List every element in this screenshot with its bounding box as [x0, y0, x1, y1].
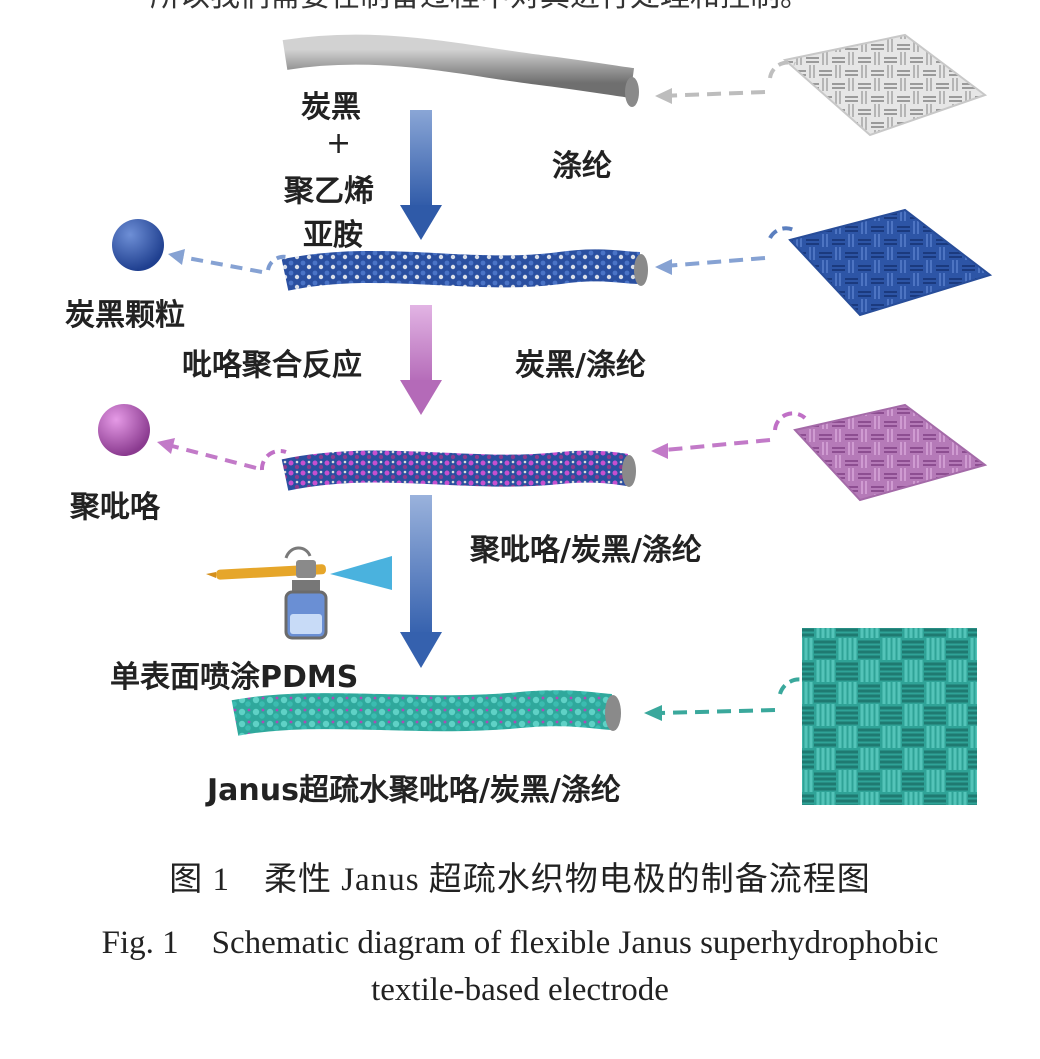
- polyester-fabric: [782, 33, 988, 137]
- label-polypyrrole: 聚吡咯: [70, 490, 160, 525]
- label-spray-pdms: 单表面喷涂PDMS: [110, 660, 359, 695]
- janus-fiber: [231, 690, 621, 736]
- figure-caption-zh: 图 1 柔性 Janus 超疏水织物电极的制备流程图: [169, 862, 871, 898]
- label-plus: +: [326, 126, 352, 161]
- polypyrrole-sphere: [98, 404, 150, 456]
- zoom-callout-purple: [651, 411, 807, 459]
- label-polyethylene: 聚乙烯: [284, 174, 374, 209]
- label-imine: 亚胺: [303, 218, 363, 253]
- label-carbon-black: 炭黑: [301, 90, 361, 125]
- label-cb-polyester: 炭黑/涤纶: [515, 348, 646, 383]
- arrow-step1: [400, 110, 442, 240]
- carbon-black-particle-sphere: [112, 219, 164, 271]
- janus-fabric: [802, 628, 977, 805]
- label-carbon-black-particle: 炭黑颗粒: [65, 298, 185, 333]
- ppy-cb-polyester-fabric: [793, 403, 988, 502]
- figure-caption-en-line1: Fig. 1 Schematic diagram of flexible Jan…: [101, 925, 939, 961]
- zoom-callout-teal: [644, 677, 805, 721]
- arrow-step3: [400, 495, 442, 668]
- ppy-cb-fiber: [281, 450, 636, 491]
- polyester-fiber: [282, 34, 639, 107]
- label-polyester: 涤纶: [552, 149, 612, 184]
- cb-polyester-fabric: [788, 208, 993, 317]
- figure-caption-en-line2: textile-based electrode: [371, 972, 669, 1008]
- label-janus-result: Janus超疏水聚吡咯/炭黑/涤纶: [207, 773, 621, 808]
- callout-to-particle-purple: [157, 438, 287, 471]
- zoom-callout-blue: [655, 226, 799, 275]
- arrow-step2: [400, 305, 442, 415]
- spray-gun-icon: [206, 546, 392, 640]
- label-ppy-cb-polyester: 聚吡咯/炭黑/涤纶: [470, 533, 702, 568]
- top-cropped-text: 所以我们需要在制备过程中对其进行处理和控制。: [150, 0, 810, 14]
- callout-to-particle-blue: [168, 249, 291, 274]
- label-pyrrole-polymerization: 吡咯聚合反应: [182, 348, 362, 383]
- zoom-callout-grey: [655, 60, 796, 104]
- carbon-black-fiber: [281, 249, 648, 291]
